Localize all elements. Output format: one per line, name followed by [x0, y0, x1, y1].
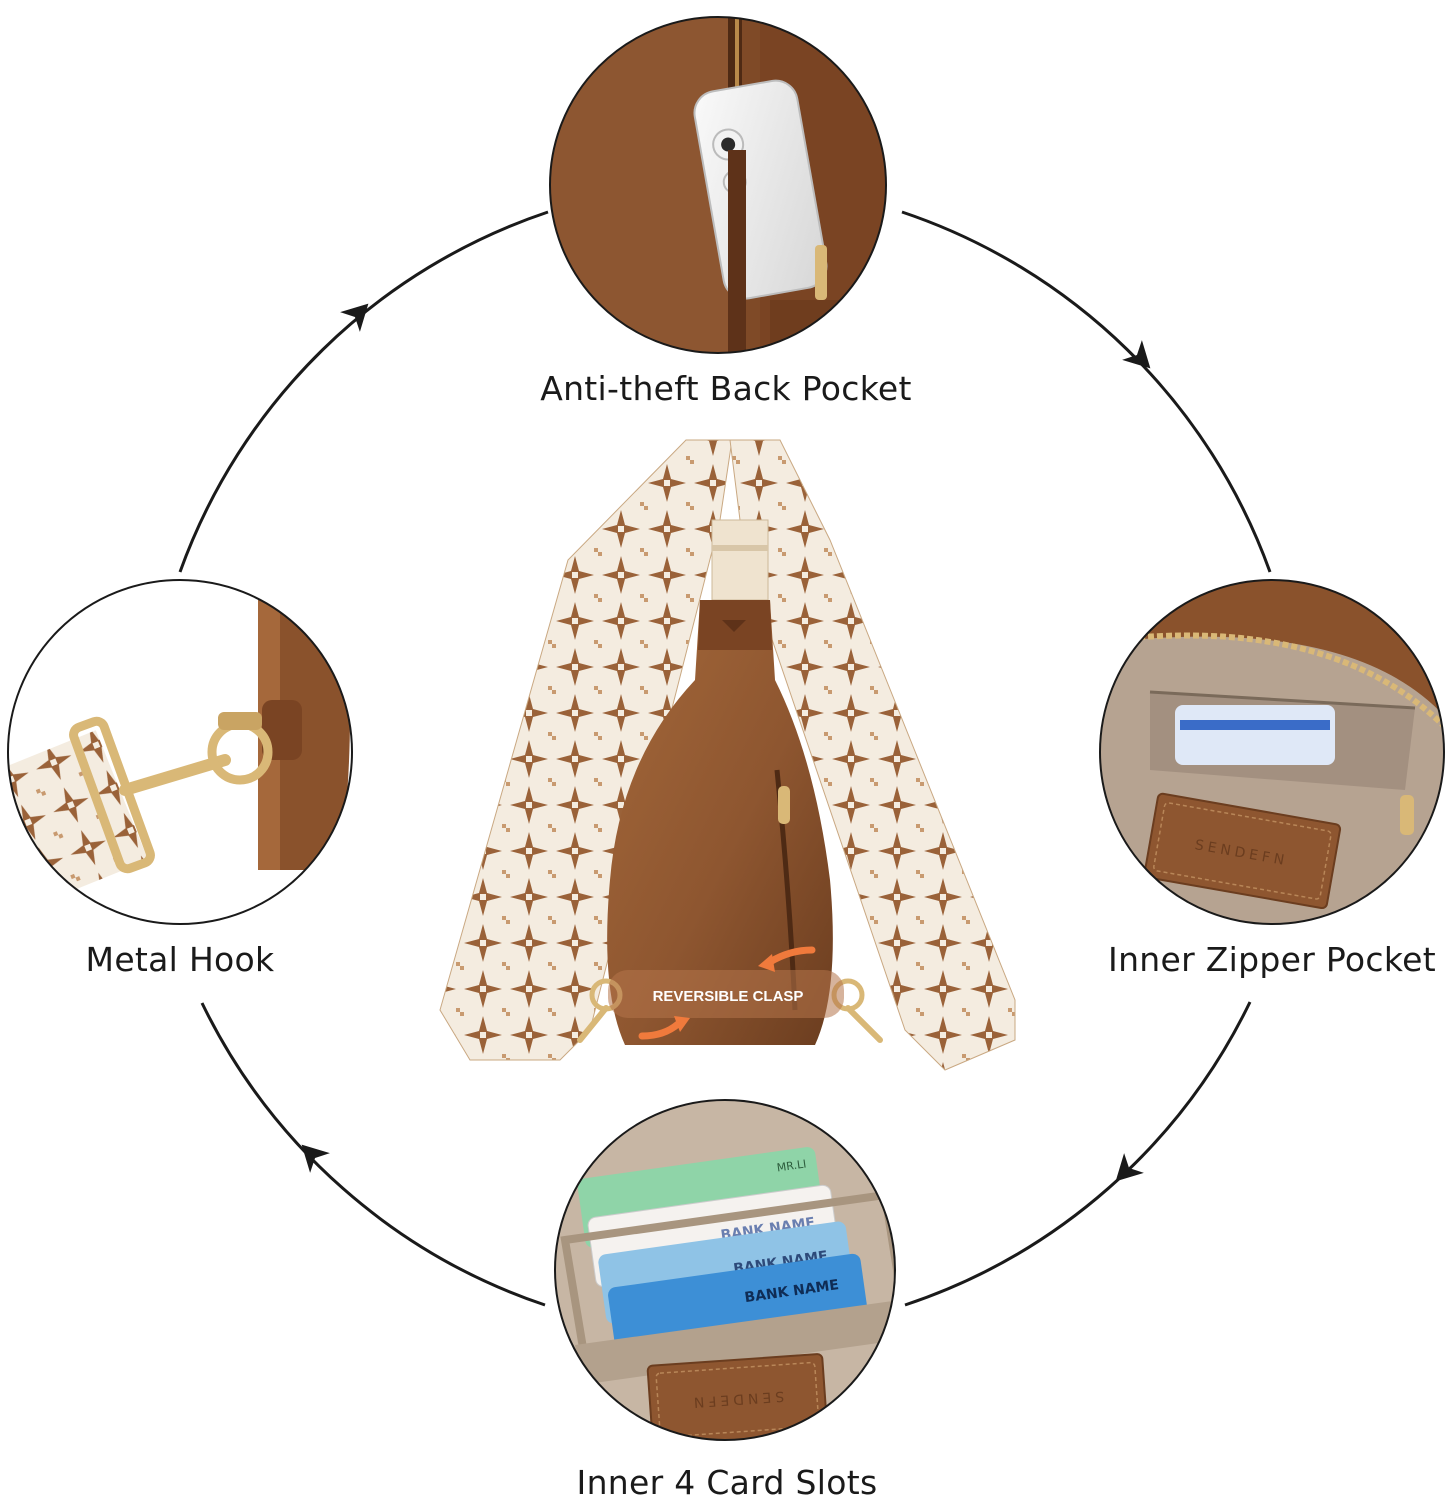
sling-bag-illustration: REVERSIBLE CLASP [439, 439, 1016, 1071]
card-slots-photo: MR.LI BANK NAME BANK NAME CREDIT CARD BA… [554, 1099, 896, 1441]
cycle-arrow-icon [1122, 340, 1151, 369]
strap-left [439, 439, 733, 1061]
feature-label-back-pocket: Anti-theft Back Pocket [540, 369, 912, 408]
cycle-arrow-icon [301, 1144, 330, 1173]
cycle-arrow-icon [340, 303, 369, 332]
clasp-label: REVERSIBLE CLASP [653, 988, 804, 1005]
back-pocket-photo [549, 16, 887, 354]
cycle-arrow-icon [1115, 1153, 1144, 1182]
webbing [711, 519, 769, 601]
inner-zipper-pocket-photo: SENDEFN [1099, 579, 1445, 925]
bag-body [607, 600, 833, 1045]
feature-label-card-slots: Inner 4 Card Slots [577, 1463, 878, 1500]
clasp-arrow-icon [638, 1020, 682, 1040]
clasp-arrow-icon [674, 1016, 690, 1032]
feature-label-metal-hook: Metal Hook [86, 940, 275, 979]
card-name: MR.LI [776, 1157, 807, 1174]
clasp-arrow-icon [758, 954, 775, 972]
brand-patch-right [1143, 792, 1342, 910]
arc-bottom-left [200, 1002, 546, 1307]
zipper-pull [778, 786, 790, 824]
cycle-arrow-icon [301, 303, 1151, 1182]
cycle-ring [178, 210, 1272, 1307]
strap-right [729, 439, 1016, 1071]
clasp-arrow-icon [766, 946, 816, 966]
arc-left-top [178, 210, 549, 573]
arc-top-right [901, 210, 1272, 573]
feature-label-inner-zipper-pocket: Inner Zipper Pocket [1108, 940, 1436, 979]
metal-hook-photo [7, 579, 353, 925]
arc-right-bottom [904, 1001, 1252, 1307]
brand-patch-bottom-text: SENDEFN [689, 1388, 784, 1411]
